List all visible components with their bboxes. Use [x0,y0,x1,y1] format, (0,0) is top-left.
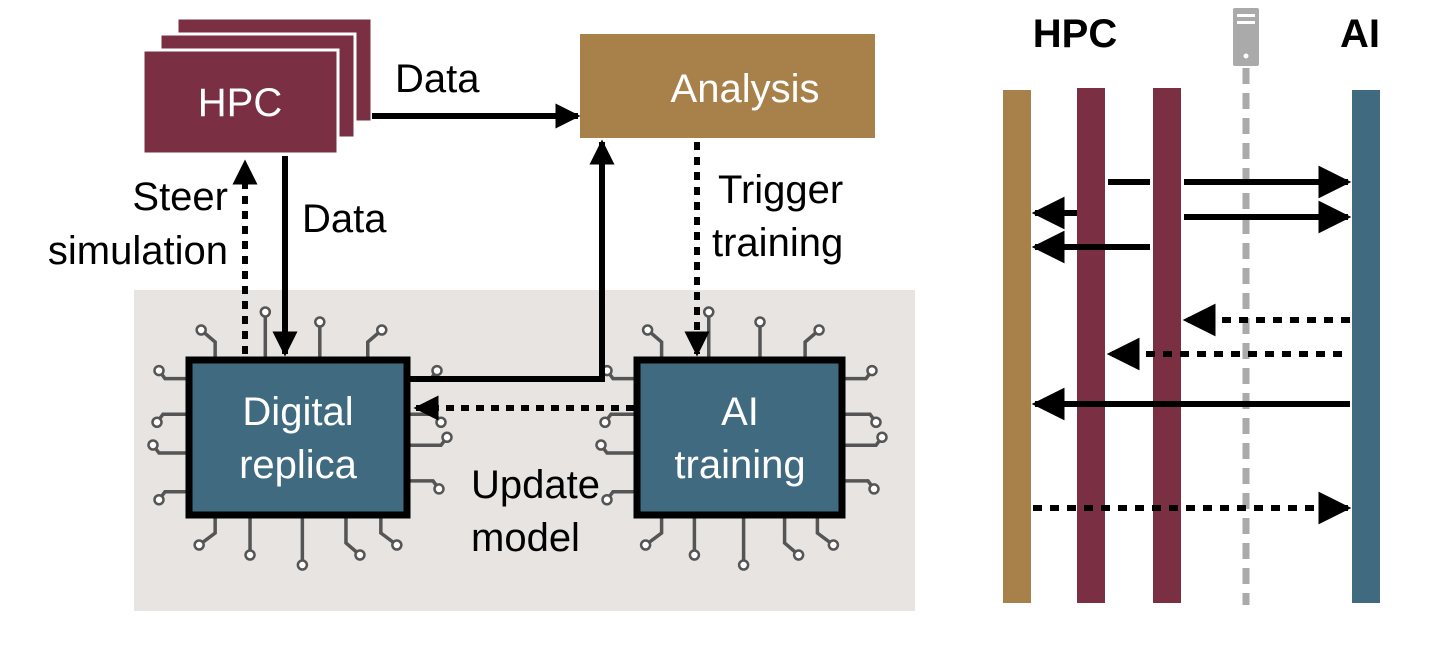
ai-training-label-line2: training [674,443,805,487]
left-arrows [232,103,710,421]
analysis-box-label: Analysis [671,67,820,111]
label-steer-line2: simulation [48,229,228,273]
timeline-ai [1352,90,1380,603]
label-steer-line1: Steer [132,175,228,219]
hpc-box [141,48,340,156]
ai-chip-pins [595,306,888,571]
timeline-hpc-1 [1077,88,1105,603]
label-update-line2: model [471,516,580,560]
header-ai: AI [1340,12,1380,56]
digital-replica-box [185,356,411,519]
header-hpc: HPC [1033,12,1117,56]
timeline-hpc-2 [1153,88,1181,603]
ai-training-label-line1: AI [721,390,759,434]
replica-chip-pins [147,306,453,571]
hpc-stack [141,16,374,156]
label-trigger-line2: training [712,221,843,265]
label-data-to-replica: Data [302,197,387,241]
message-arrows [1031,165,1352,525]
label-trigger-line1: Trigger [718,168,843,212]
server-icon [1233,8,1259,66]
label-update-line1: Update [471,463,600,507]
analysis-box [580,34,875,138]
digital-replica-label-line1: Digital [242,390,353,434]
timeline-analysis [1003,90,1031,603]
digital-replica-label-line2: replica [239,443,358,487]
ai-training-box [633,356,846,519]
label-data-to-analysis: Data [395,57,480,101]
arrow-replica-to-analysis [410,139,615,382]
hpc-box-label: HPC [198,81,282,125]
